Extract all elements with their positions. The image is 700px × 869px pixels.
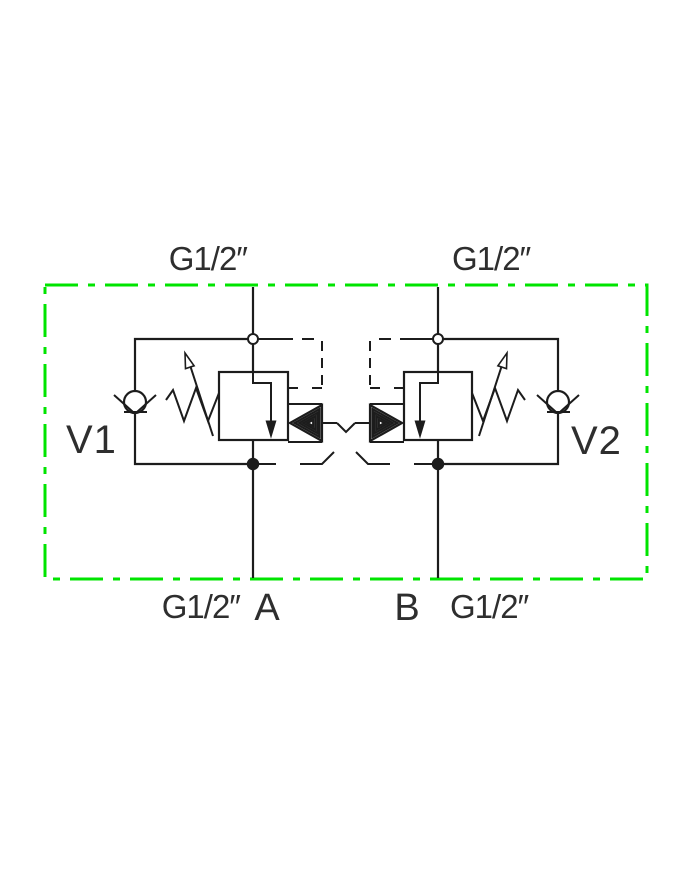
label-line-a: A xyxy=(254,587,280,629)
counterbalance-valve-right xyxy=(368,333,580,471)
label-valve-v1: V1 xyxy=(66,418,117,462)
line-crossing-hop xyxy=(336,422,356,434)
pilot-rails-left xyxy=(288,403,322,443)
spring-adjust-arrowhead-right xyxy=(496,350,508,370)
flow-path-left xyxy=(252,372,272,421)
spring-adjust-arrowhead-left xyxy=(184,350,196,370)
label-valve-v2: V2 xyxy=(571,419,622,463)
label-port-bottom-left: G1/2″ xyxy=(162,588,242,625)
flow-path-right xyxy=(419,372,439,421)
check-valve-right xyxy=(536,389,580,415)
node-open-left xyxy=(247,333,259,345)
spring-right xyxy=(471,385,526,424)
pilot-triangle-left xyxy=(287,403,324,443)
flow-arrow-left xyxy=(265,420,277,439)
spring-adjust-arrow-left xyxy=(188,361,214,437)
node-open-right xyxy=(432,333,444,345)
cross-dash-lower-left xyxy=(300,451,335,465)
labels: G1/2″ G1/2″ G1/2″ A B G1/2″ V1 V2 xyxy=(66,240,622,629)
spring-adjust-arrow-right xyxy=(478,361,504,437)
check-ball-left xyxy=(122,389,148,415)
counterbalance-valve-left xyxy=(113,333,324,471)
cross-pilot-lines xyxy=(253,422,438,465)
check-seat-left xyxy=(113,394,157,413)
label-port-top-right: G1/2″ xyxy=(452,240,532,277)
check-valve-left xyxy=(113,389,157,415)
label-port-bottom-right: G1/2″ xyxy=(450,588,530,625)
check-ball-right xyxy=(545,389,571,415)
label-line-b: B xyxy=(394,587,419,629)
pilot-rails-right xyxy=(370,403,404,443)
spring-left xyxy=(165,385,220,424)
pilot-triangle-right xyxy=(368,403,405,443)
check-seat-right xyxy=(536,394,580,413)
cross-dash-lower-right xyxy=(355,451,390,465)
flow-arrow-right xyxy=(414,420,426,439)
label-port-top-left: G1/2″ xyxy=(169,240,249,277)
schematic-lines xyxy=(113,287,580,578)
